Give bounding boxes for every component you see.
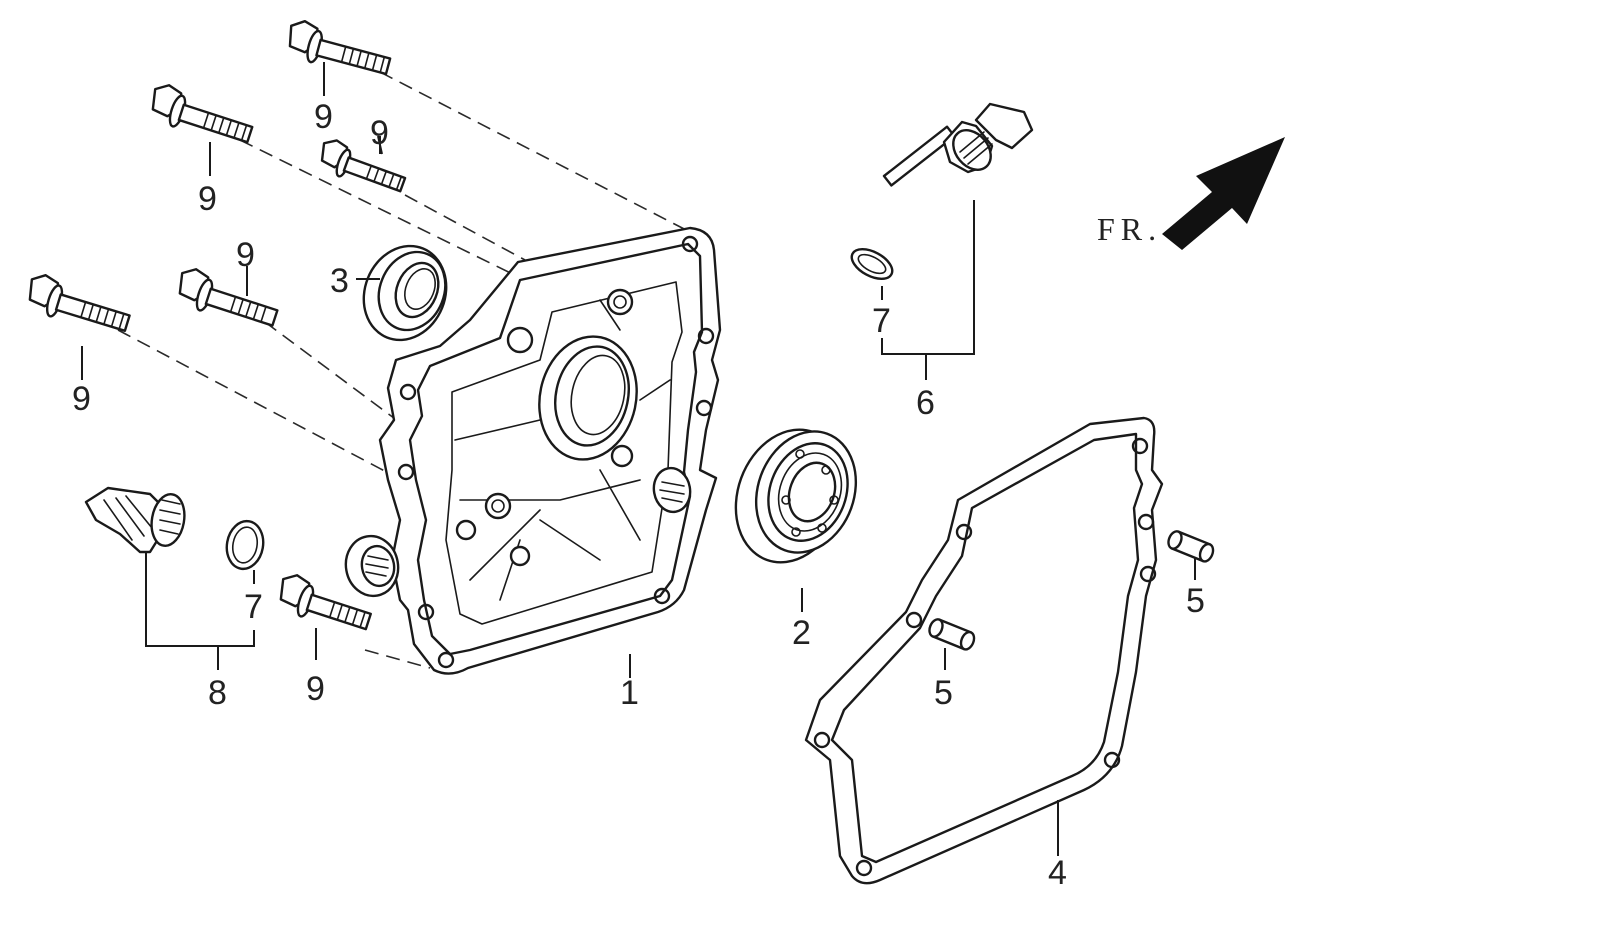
- callout-bolt-left: 9: [72, 380, 91, 418]
- callout-bearing: 2: [792, 614, 811, 652]
- callout-o-ring-top: 7: [872, 302, 891, 340]
- callout-oil-cap-assembly-top: 6: [916, 384, 935, 422]
- front-direction-label: FR.: [1097, 211, 1162, 247]
- callout-dowel-pin-center: 5: [934, 674, 953, 712]
- callout-dowel-pin-right: 5: [1186, 582, 1205, 620]
- callout-labels: 9 9 9 9 9 9 3 1 2 4 5 5 7 6 7 8: [72, 98, 1205, 892]
- flange-bolt-upper-mid[interactable]: [315, 137, 409, 198]
- front-direction-indicator: FR.: [1097, 137, 1285, 250]
- flange-bolt-top[interactable]: [283, 18, 393, 82]
- callout-bolt-upper-mid: 9: [370, 114, 389, 152]
- bolt-alignment-lines: [117, 71, 691, 669]
- crankcase-cover[interactable]: [341, 226, 722, 675]
- oil-seal[interactable]: [350, 234, 460, 353]
- callout-bolt-top: 9: [314, 98, 333, 136]
- callout-oil-seal: 3: [330, 262, 349, 300]
- callout-leaders: [81, 62, 1196, 856]
- callout-bolt-mid: 9: [236, 236, 255, 274]
- callout-oil-cap-assembly-left: 8: [208, 674, 227, 712]
- oil-filler-cap-left[interactable]: [84, 486, 188, 554]
- flange-bolt-bottom[interactable]: [274, 572, 375, 637]
- front-arrow-icon: [1162, 137, 1285, 250]
- ball-bearing[interactable]: [718, 414, 872, 577]
- callout-gasket: 4: [1048, 854, 1067, 892]
- callout-o-ring-left: 7: [244, 588, 263, 626]
- callout-bolt-upper-left: 9: [198, 180, 217, 218]
- cover-gasket[interactable]: [804, 416, 1164, 885]
- o-ring-top[interactable]: [847, 243, 897, 285]
- flange-bolt-left[interactable]: [23, 272, 134, 339]
- callout-crankcase-cover: 1: [620, 674, 639, 712]
- dowel-pin-center[interactable]: [927, 617, 976, 651]
- oil-dipstick-cap[interactable]: [882, 102, 1034, 187]
- o-ring-left[interactable]: [223, 518, 267, 572]
- flange-bolt-upper-left[interactable]: [146, 82, 257, 150]
- dowel-pin-right[interactable]: [1166, 529, 1215, 563]
- flange-bolt-mid[interactable]: [173, 266, 282, 334]
- callout-bolt-bottom: 9: [306, 670, 325, 708]
